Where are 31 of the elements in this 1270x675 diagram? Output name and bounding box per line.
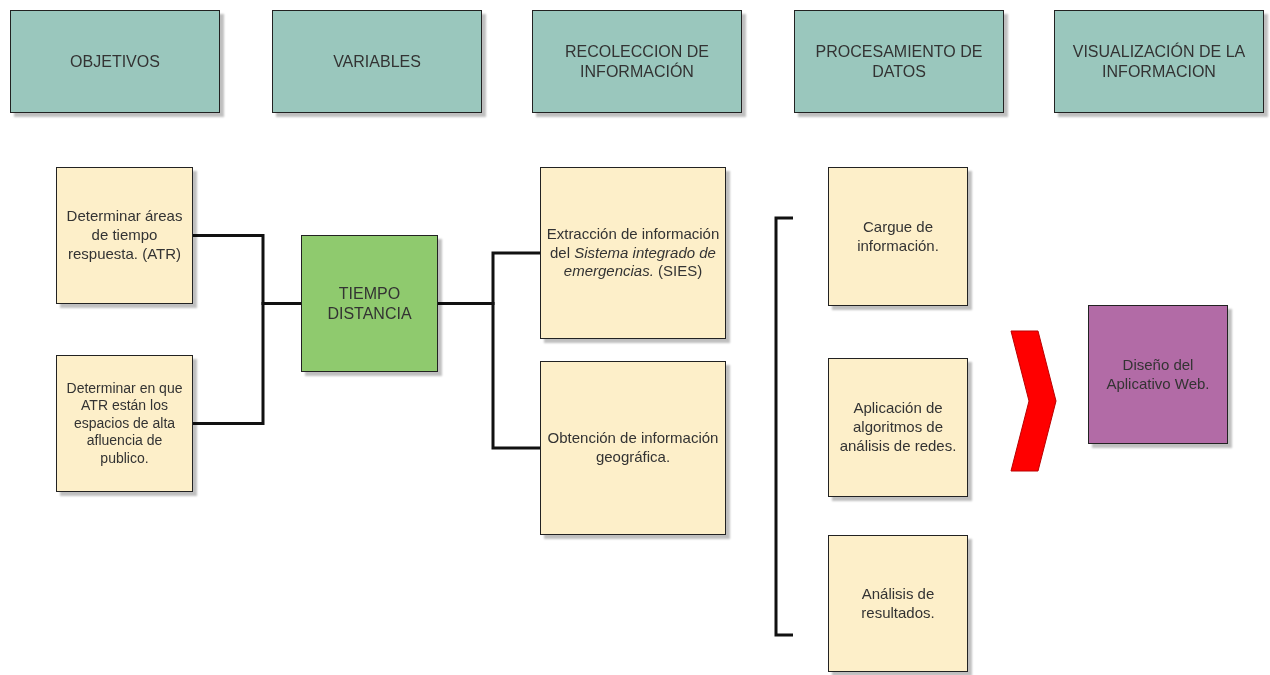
header-box <box>272 10 482 113</box>
box-text: Diseño del Aplicativo Web. <box>1105 355 1211 394</box>
box-text: Determinar en que ATR están los espacios de alta afluencia de publico. <box>65 379 184 468</box>
connector-line <box>438 302 540 450</box>
header-box <box>1054 10 1264 113</box>
header-box <box>532 10 742 113</box>
header-box <box>10 10 220 113</box>
process-box <box>828 358 968 497</box>
chevron-arrow <box>1010 330 1057 472</box>
box-text: VISUALIZACIÓN DE LA INFORMACION <box>1071 41 1247 82</box>
box-text: TIEMPO DISTANCIA <box>326 283 413 324</box>
box-text: OBJETIVOS <box>70 51 160 72</box>
box-text: Determinar áreas de tiempo respuesta. (ATR) <box>65 207 184 264</box>
process-box <box>1088 305 1228 444</box>
process-box <box>828 535 968 672</box>
process-box <box>540 167 726 339</box>
box-text: Extracción de información del Sistema integrado de emergencias. (SIES) <box>545 224 721 282</box>
box-text: Obtención de información geográfica. <box>546 429 720 467</box>
process-box <box>828 167 968 306</box>
box-text: Aplicación de algoritmos de análisis de redes. <box>838 399 958 456</box>
process-box <box>301 235 438 372</box>
box-text: RECOLECCION DE INFORMACIÓN <box>564 41 710 82</box>
connector-line <box>193 302 301 425</box>
box-text: Análisis de resultados. <box>860 584 936 623</box>
process-box <box>56 355 193 492</box>
box-text: VARIABLES <box>333 51 421 72</box>
process-box <box>56 167 193 304</box>
header-box <box>794 10 1004 113</box>
box-text: Cargue de información. <box>856 217 940 256</box>
box-text: PROCESAMIENTO DE DATOS <box>814 41 984 82</box>
process-box <box>540 361 726 535</box>
